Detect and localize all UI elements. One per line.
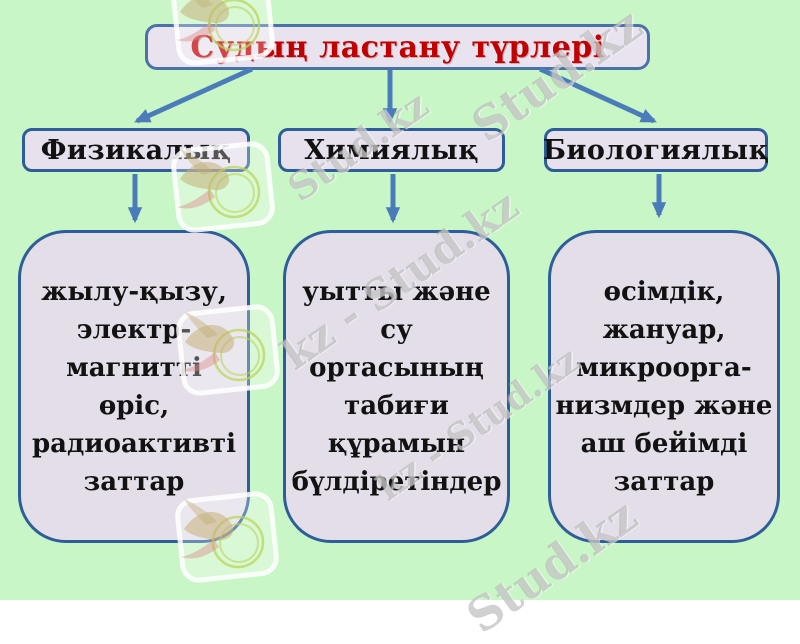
arrow-title-to-biological (538, 66, 657, 124)
detail-text-chemical: уытты және су ортасының табиғи құрамын б… (291, 276, 502, 497)
detail-text-biological: өсімдік, жануар, микроорга- низмдер және… (555, 276, 773, 497)
category-label-chemical: Химиялық (304, 134, 479, 166)
category-box-biological: Биологиялық (542, 128, 770, 172)
detail-box-biological: өсімдік, жануар, микроорга- низмдер және… (548, 230, 780, 543)
detail-box-physical: жылу-қызу, электр- магнитті өріс, радиоа… (18, 230, 250, 543)
arrow-title-to-physical (134, 66, 254, 124)
category-label-biological: Биологиялық (542, 134, 770, 166)
connector-layer (127, 66, 667, 224)
category-box-chemical: Химиялық (278, 128, 505, 172)
detail-box-chemical: уытты және су ортасының табиғи құрамын б… (283, 230, 510, 543)
